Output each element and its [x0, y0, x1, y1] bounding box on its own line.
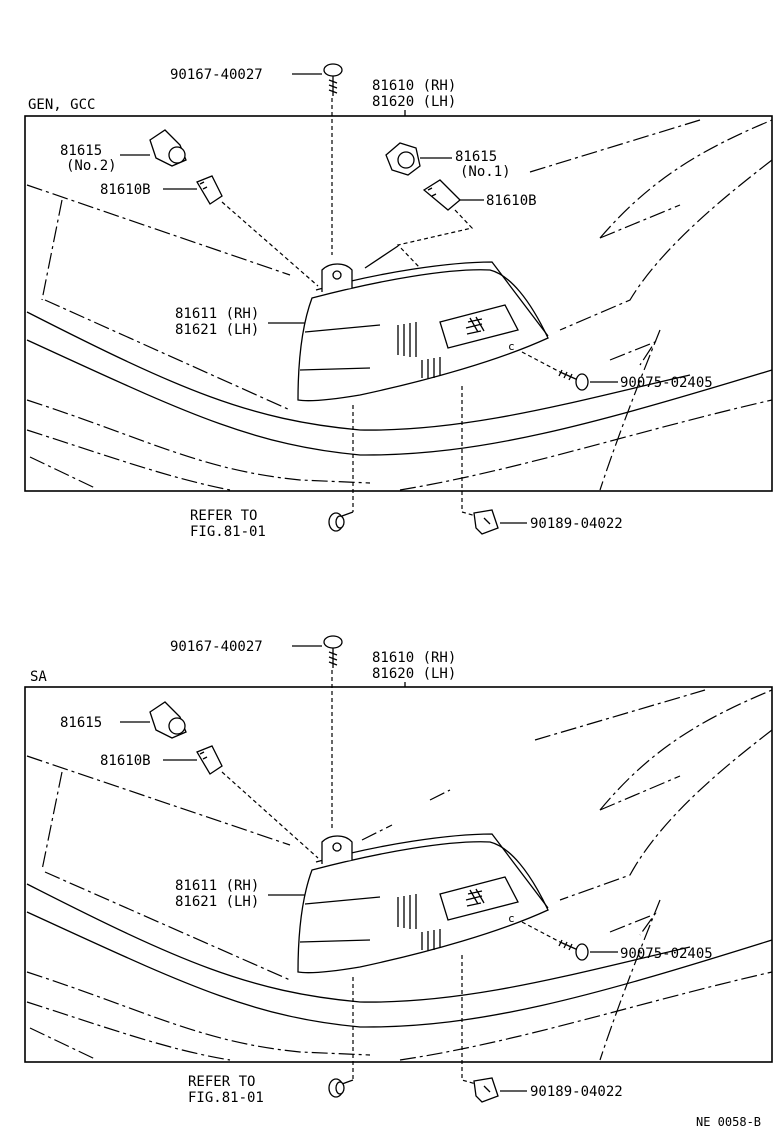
- part-label: (No.2): [66, 158, 117, 174]
- bulb-81610b-left: 81610B: [100, 175, 319, 287]
- bumper-lines: [26, 311, 773, 491]
- lens-c-mark: c: [508, 912, 515, 925]
- screw-90075-side: 90075-02405: [521, 921, 713, 962]
- part-label: 81610 (RH): [372, 78, 456, 94]
- panel-sa: SA: [24, 635, 773, 1106]
- screw-90167-top: 90167-40027: [170, 63, 343, 255]
- lens-c-mark: c: [508, 340, 515, 353]
- panel-frame: [24, 115, 773, 492]
- lens-label: 81611 (RH) 81621 (LH): [175, 306, 305, 338]
- vehicle-body-outline: [26, 119, 773, 491]
- part-label: 81620 (LH): [372, 666, 456, 682]
- part-label: 81621 (LH): [175, 894, 259, 910]
- part-label: 81615: [60, 715, 102, 731]
- refer-text: FIG.81-01: [188, 1090, 264, 1106]
- socket-81615-no1: 81615 (No.1): [385, 142, 511, 180]
- part-label: 90167-40027: [170, 639, 263, 655]
- vehicle-body-outline: [26, 689, 773, 1061]
- clip-90189: 90189-04022: [461, 955, 623, 1103]
- part-label: 81610 (RH): [372, 650, 456, 666]
- part-label: 90075-02405: [620, 375, 713, 391]
- bumper-lines: [26, 883, 773, 1061]
- bulb-81610b-right: 81610B: [364, 179, 537, 269]
- refer-text: REFER TO: [188, 1074, 255, 1090]
- refer-text: FIG.81-01: [190, 524, 266, 540]
- part-label: 81610B: [100, 182, 151, 198]
- screw-90075-side: 90075-02405: [521, 351, 713, 391]
- part-label: 81610B: [100, 753, 151, 769]
- part-label: 81610B: [486, 193, 537, 209]
- socket-81615: 81615: [60, 701, 187, 739]
- figure-code: NE 0058-B: [696, 1115, 761, 1129]
- part-label: 81615: [60, 143, 102, 159]
- panel-variant-label: GEN, GCC: [28, 97, 95, 113]
- part-label: 90167-40027: [170, 67, 263, 83]
- panel-gen-gcc: GEN, GCC: [24, 63, 773, 540]
- part-label: (No.1): [460, 164, 511, 180]
- refer-text: REFER TO: [190, 508, 257, 524]
- part-label: 90189-04022: [530, 516, 623, 532]
- tail-lamp-assembly: c: [297, 261, 549, 402]
- grommet-refer: REFER TO FIG.81-01: [188, 977, 354, 1106]
- panel-variant-label: SA: [30, 669, 47, 685]
- lens-label: 81611 (RH) 81621 (LH): [175, 878, 305, 910]
- bulb-81610b: 81610B: [100, 745, 319, 859]
- panel-frame: [24, 686, 773, 1063]
- part-label: 90189-04022: [530, 1084, 623, 1100]
- part-label: 81620 (LH): [372, 94, 456, 110]
- lamp-assy-label: 81610 (RH) 81620 (LH): [372, 78, 456, 116]
- grommet-refer: REFER TO FIG.81-01: [190, 405, 354, 540]
- socket-81615-no2: 81615 (No.2): [60, 129, 187, 174]
- screw-90167-top: 90167-40027: [170, 635, 343, 828]
- part-label: 81611 (RH): [175, 306, 259, 322]
- part-label: 90075-02405: [620, 946, 713, 962]
- part-label: 81611 (RH): [175, 878, 259, 894]
- part-label: 81621 (LH): [175, 322, 259, 338]
- lamp-assy-label: 81610 (RH) 81620 (LH): [372, 650, 456, 687]
- tail-lamp-assembly: c: [297, 833, 549, 974]
- part-label: 81615: [455, 149, 497, 165]
- clip-90189: 90189-04022: [461, 386, 623, 535]
